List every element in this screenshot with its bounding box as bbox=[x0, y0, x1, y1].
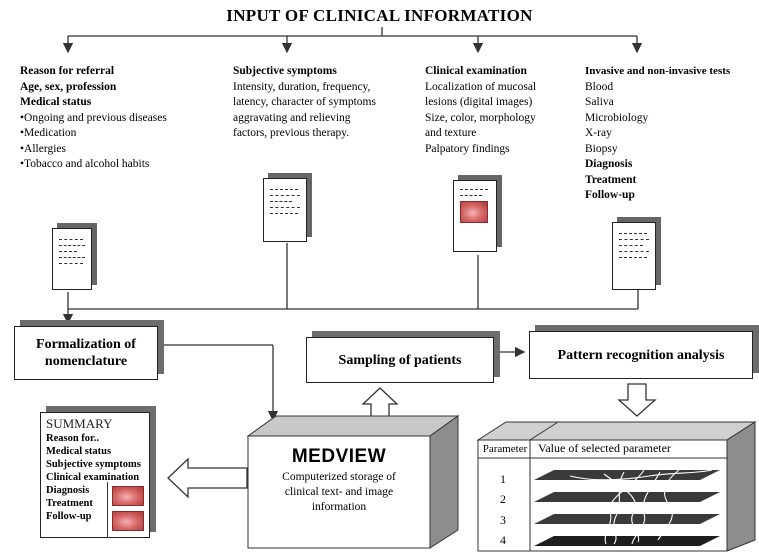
summary-line: Treatment bbox=[46, 498, 93, 509]
lesion-image-icon bbox=[460, 201, 488, 223]
table-row-label: 2 bbox=[500, 492, 506, 506]
symptoms-heading: Subjective symptoms bbox=[233, 65, 337, 77]
referral-heading: Reason for referral bbox=[20, 65, 115, 77]
formalization-to-medview-arrow bbox=[158, 344, 279, 422]
tests-line: Saliva bbox=[585, 96, 614, 108]
referral-item: •Ongoing and previous diseases bbox=[20, 111, 167, 124]
symptoms-line: latency, character of symptoms bbox=[233, 96, 376, 108]
medview-to-summary-hollow-arrow bbox=[167, 457, 248, 499]
table-header-value: Value of selected parameter bbox=[538, 441, 671, 455]
diagram-title: INPUT OF CLINICAL INFORMATION bbox=[226, 6, 533, 25]
summary-divider bbox=[107, 482, 108, 538]
tests-line: Blood bbox=[585, 80, 614, 93]
symptoms-line: factors, previous therapy. bbox=[233, 127, 350, 139]
medview-name: MEDVIEW bbox=[291, 446, 387, 467]
referral-column: Reason for referral Age, sex, profession… bbox=[20, 64, 220, 173]
summary-line: Clinical examination bbox=[46, 472, 140, 483]
summary-line: Follow-up bbox=[46, 511, 92, 522]
sampling-box: Sampling of patients bbox=[306, 337, 494, 383]
summary-title: SUMMARY bbox=[46, 416, 113, 431]
examination-document-icon bbox=[453, 180, 497, 252]
examination-heading: Clinical examination bbox=[425, 65, 527, 77]
referral-item: •Medication bbox=[20, 127, 77, 139]
tests-bold-line: Treatment bbox=[585, 173, 637, 186]
tests-heading: Invasive and non-invasive tests bbox=[585, 65, 731, 77]
collection-line bbox=[62, 243, 639, 325]
tests-column: Invasive and non-invasive tests Blood Sa… bbox=[585, 64, 757, 204]
table-header-parameter: Parameter bbox=[482, 443, 528, 455]
top-distribution-line bbox=[62, 27, 643, 54]
parameter-bars bbox=[534, 470, 720, 546]
symptoms-document-icon bbox=[263, 178, 307, 242]
referral-item: •Tobacco and alcohol habits bbox=[20, 158, 150, 170]
formalization-box: Formalization of nomenclature bbox=[14, 326, 158, 380]
examination-line: Palpatory findings bbox=[425, 142, 510, 155]
medview-box-graphic bbox=[246, 415, 460, 549]
symptoms-column: Subjective symptoms Intensity, duration,… bbox=[233, 64, 413, 142]
tests-bold-line: Follow-up bbox=[585, 189, 635, 201]
examination-column: Clinical examination Localization of muc… bbox=[425, 64, 575, 157]
demographics-line: Age, sex, profession bbox=[20, 80, 117, 93]
medview-content: MEDVIEW Computerized storage of clinical… bbox=[248, 446, 430, 515]
examination-line: lesions (digital images) bbox=[425, 96, 533, 108]
medical-status-heading: Medical status bbox=[20, 96, 92, 108]
sampling-label: Sampling of patients bbox=[338, 352, 462, 368]
referral-item: •Allergies bbox=[20, 142, 66, 155]
table-row-label: 4 bbox=[500, 533, 506, 547]
pattern-box: Pattern recognition analysis bbox=[529, 331, 753, 379]
tests-document-icon bbox=[612, 222, 656, 290]
summary-line: Reason for.. bbox=[46, 433, 99, 444]
medview-desc-line: information bbox=[311, 501, 367, 513]
pattern-curves bbox=[569, 469, 713, 545]
table-row-label: 3 bbox=[500, 513, 506, 527]
analysis-table-graphic bbox=[476, 421, 757, 552]
formalization-label: Formalization of nomenclature bbox=[36, 337, 136, 369]
pattern-to-table-hollow-arrow bbox=[617, 383, 657, 417]
medview-desc-line: Computerized storage of bbox=[282, 471, 396, 483]
medview-desc-line: clinical text- and image bbox=[284, 486, 394, 498]
tests-bold-line: Diagnosis bbox=[585, 158, 633, 170]
tests-line: X-ray bbox=[585, 127, 612, 139]
pattern-label: Pattern recognition analysis bbox=[557, 347, 725, 363]
summary-line: Medical status bbox=[46, 446, 112, 457]
symptoms-line: aggravating and relieving bbox=[233, 111, 351, 124]
summary-sheet: SUMMARY Reason for.. Medical status Subj… bbox=[40, 412, 150, 538]
referral-document-icon bbox=[52, 228, 92, 290]
summary-line: Subjective symptoms bbox=[46, 459, 141, 470]
summary-lesion-image-1 bbox=[112, 486, 144, 506]
symptoms-line: Intensity, duration, frequency, bbox=[233, 80, 371, 93]
examination-line: Size, color, morphology bbox=[425, 111, 536, 124]
tests-line: Biopsy bbox=[585, 142, 618, 155]
summary-lesion-image-2 bbox=[112, 511, 144, 531]
tests-line: Microbiology bbox=[585, 111, 649, 124]
summary-line: Diagnosis bbox=[46, 485, 90, 496]
examination-line: Localization of mucosal bbox=[425, 80, 537, 93]
examination-line: and texture bbox=[425, 127, 477, 139]
table-row-label: 1 bbox=[500, 472, 506, 486]
